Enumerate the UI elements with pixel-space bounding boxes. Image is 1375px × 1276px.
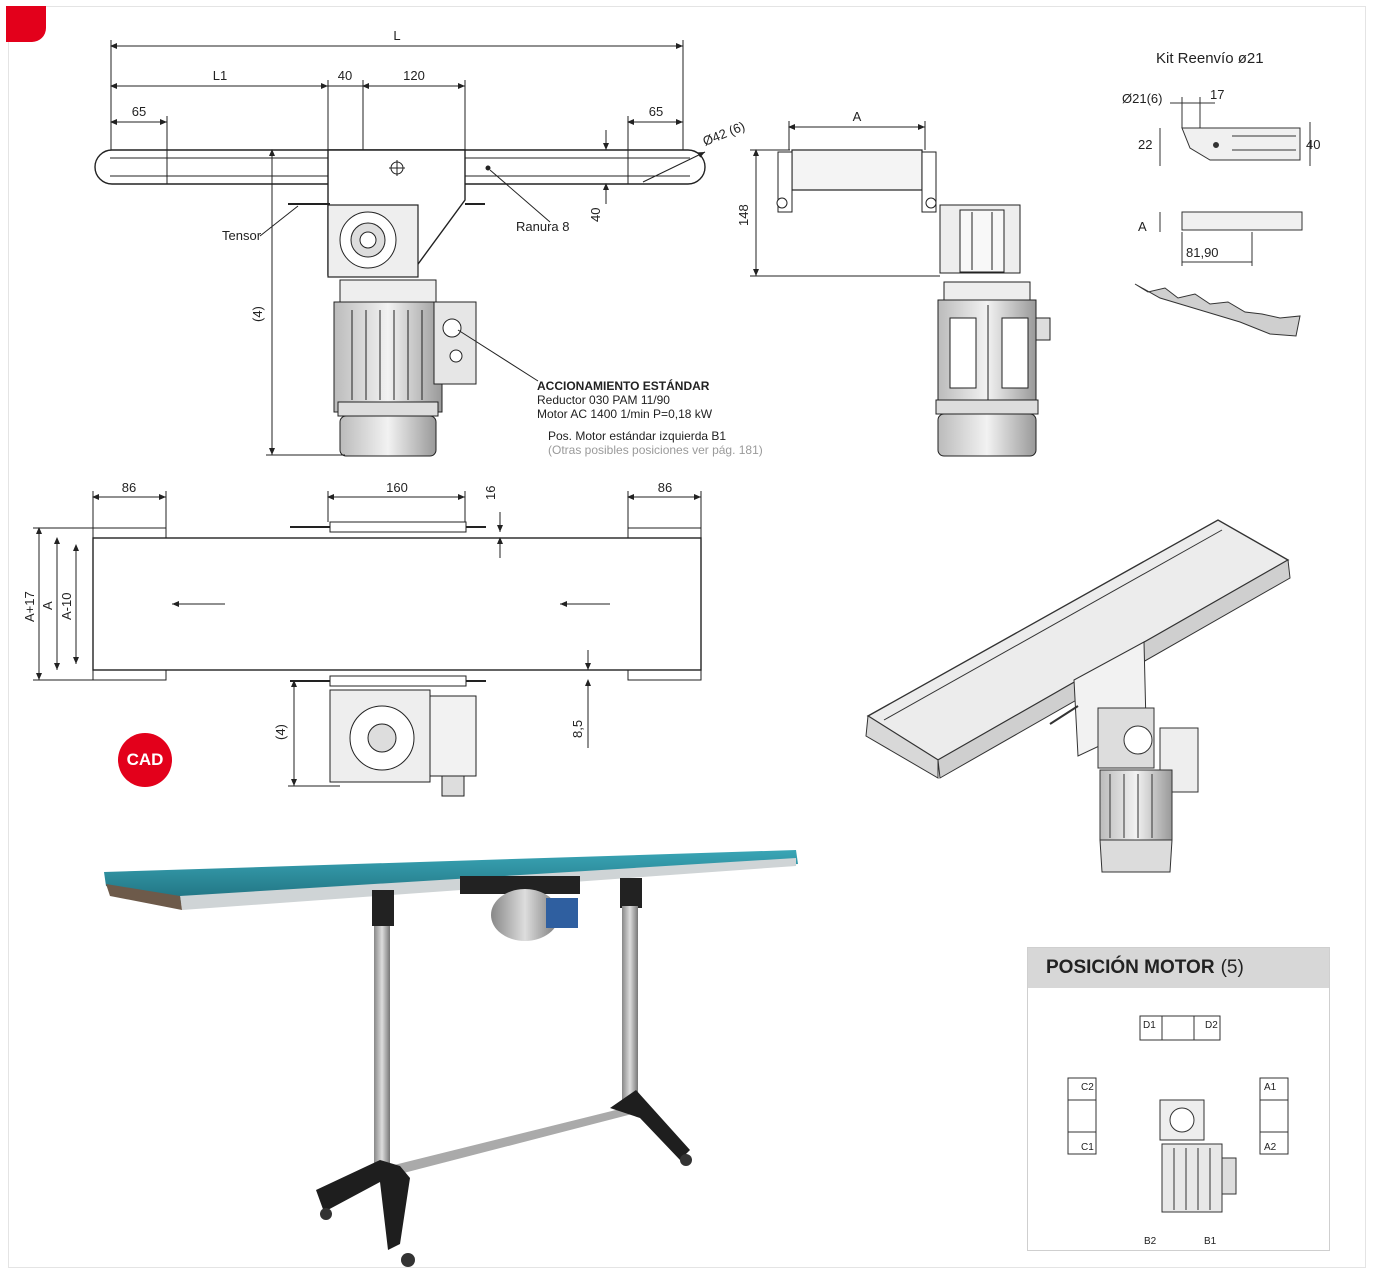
motor-position-header: POSICIÓN MOTOR (5) xyxy=(1028,948,1329,988)
drive-note-line3: Pos. Motor estándar izquierda B1 xyxy=(548,429,726,443)
motor-position-diagram: D1 D2 C2 C1 A1 A2 B2 B1 xyxy=(1067,1015,1289,1247)
motor-position-panel: POSICIÓN MOTOR (5) D1 D2 C2 C1 A1 A2 B2 … xyxy=(1027,947,1330,1251)
kit-dim-17: 17 xyxy=(1210,87,1224,102)
dim-L1: L1 xyxy=(213,68,227,83)
dim-40: 40 xyxy=(338,68,352,83)
dim-160: 160 xyxy=(386,480,408,495)
dim-4-plan: (4) xyxy=(273,724,288,740)
dim-86-right: 86 xyxy=(658,480,672,495)
kit-dim-A: A xyxy=(1138,219,1147,234)
dim-65-left: 65 xyxy=(132,104,146,119)
side-view xyxy=(750,121,1051,457)
kit-dim-diameter: Ø21(6) xyxy=(1122,91,1162,106)
kit-dim-40: 40 xyxy=(1306,137,1320,152)
plan-view xyxy=(33,491,702,797)
label-tensor: Tensor xyxy=(222,228,262,243)
dim-diameter-42: Ø42 (6) xyxy=(701,118,747,148)
page-frame xyxy=(8,6,1366,1268)
isometric-conveyor xyxy=(865,519,1291,873)
pos-label-B2: B2 xyxy=(1144,1236,1157,1247)
top-view xyxy=(94,40,706,457)
label-ranura: Ranura 8 xyxy=(516,219,569,234)
dim-A17: A+17 xyxy=(22,591,37,622)
pos-label-B1: B1 xyxy=(1204,1236,1217,1247)
cad-badge[interactable]: CAD xyxy=(118,733,172,787)
dim-120: 120 xyxy=(403,68,425,83)
pos-label-A2: A2 xyxy=(1264,1142,1277,1153)
dim-A10: A-10 xyxy=(59,593,74,620)
pos-label-D2: D2 xyxy=(1205,1020,1218,1031)
drive-note-line2: Motor AC 1400 1/min P=0,18 kW xyxy=(537,407,713,421)
dim-86-left: 86 xyxy=(122,480,136,495)
dim-65-right: 65 xyxy=(649,104,663,119)
drive-note-title: ACCIONAMIENTO ESTÁNDAR xyxy=(537,378,710,393)
dim-16: 16 xyxy=(483,486,498,500)
pos-label-C2: C2 xyxy=(1081,1082,1094,1093)
kit-drawing xyxy=(1134,97,1311,337)
dim-148: 148 xyxy=(736,204,751,226)
dim-4: (4) xyxy=(250,306,265,322)
motor-position-title: POSICIÓN MOTOR xyxy=(1046,957,1215,978)
dim-40-vertical: 40 xyxy=(588,208,603,222)
kit-dim-22: 22 xyxy=(1138,137,1152,152)
dim-A-side: A xyxy=(853,109,862,124)
kit-labels: Kit Reenvío ø21 Ø21(6) 17 22 40 A 81,90 xyxy=(1122,50,1320,260)
pos-label-D1: D1 xyxy=(1143,1020,1156,1031)
conveyor-illustration xyxy=(104,850,798,1267)
dim-A-plan: A xyxy=(40,601,55,610)
kit-dim-8190: 81,90 xyxy=(1186,245,1219,260)
plan-view-labels: 86 160 86 16 A+17 A A-10 (4) 8,5 xyxy=(22,480,672,740)
pos-label-A1: A1 xyxy=(1264,1082,1277,1093)
side-view-labels: A 148 xyxy=(736,109,862,226)
pos-label-C1: C1 xyxy=(1081,1142,1094,1153)
drive-note-line1: Reductor 030 PAM 11/90 xyxy=(537,393,670,407)
dim-85: 8,5 xyxy=(570,720,585,738)
motor-position-note: (5) xyxy=(1220,957,1244,978)
drive-note-line4: (Otras posibles posiciones ver pág. 181) xyxy=(548,443,763,457)
brand-corner-mark xyxy=(6,6,46,42)
kit-title: Kit Reenvío ø21 xyxy=(1156,50,1264,67)
dim-L: L xyxy=(393,28,400,43)
drive-note: ACCIONAMIENTO ESTÁNDAR Reductor 030 PAM … xyxy=(537,378,763,457)
